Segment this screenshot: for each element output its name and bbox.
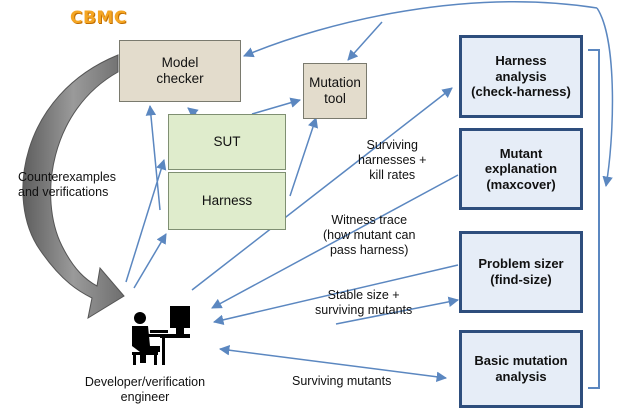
arrow-developer-to-harness: [133, 233, 167, 289]
harness-label: Harness: [201, 192, 253, 208]
arrow-problem-sizer-to-developer: [212, 264, 459, 325]
surviving-harnesses-label: Surviving harnesses + kill rates: [358, 138, 427, 182]
mutant-explanation-label: Mutant explanation (maxcover): [484, 145, 558, 192]
sut-box: SUT: [168, 114, 286, 170]
arrow-basic-mutation-to-developer: [218, 344, 448, 383]
basic-mutation-label: Basic mutation analysis: [474, 353, 568, 384]
counterexamples-label: Counterexamples and verifications: [18, 170, 116, 199]
developer-icon: [132, 306, 190, 365]
problem-sizer-box: Problem sizer (find-size): [459, 231, 583, 313]
analysis-bracket: [588, 49, 600, 389]
arrow-developer-to-harness-analysis: [191, 87, 453, 291]
arrow-feedback-to-model-checker: [243, 1, 598, 58]
arrow-stable-size: [335, 296, 460, 325]
sut-label: SUT: [213, 133, 241, 149]
witness-trace-label: Witness trace (how mutant can pass harne…: [323, 213, 416, 257]
harness-analysis-label: Harness analysis (check-harness): [471, 53, 571, 100]
harness-box: Harness: [168, 172, 286, 230]
surviving-mutants-label: Surviving mutants: [292, 374, 392, 388]
mutation-tool-label: Mutation tool: [309, 74, 361, 106]
arrow-harness-to-model-checker: [145, 104, 161, 211]
mutation-tool-box: Mutation tool: [303, 63, 367, 119]
model-checker-box: Model checker: [119, 40, 241, 102]
arrow-sut-to-mutation-tool: [251, 97, 302, 115]
arrow-mutant-explanation-to-developer: [211, 174, 459, 309]
model-checker-label: Model checker: [156, 54, 204, 86]
counterexamples-big-arrow: [22, 54, 125, 320]
stable-size-label: Stable size + surviving mutants: [315, 288, 413, 317]
developer-label: Developer/verification engineer: [84, 375, 206, 404]
arrow-harness-to-mutation-tool: [289, 117, 318, 197]
harness-analysis-box: Harness analysis (check-harness): [459, 35, 583, 118]
arrow-feedback-loop: [596, 7, 614, 188]
arrow-developer-to-sut: [125, 158, 167, 283]
basic-mutation-box: Basic mutation analysis: [459, 330, 583, 408]
problem-sizer-label: Problem sizer (find-size): [478, 256, 564, 287]
cbmc-logo: CBMC: [70, 8, 127, 28]
arrow-loop-to-mutation-tool: [347, 21, 383, 61]
mutant-explanation-box: Mutant explanation (maxcover): [459, 128, 583, 210]
